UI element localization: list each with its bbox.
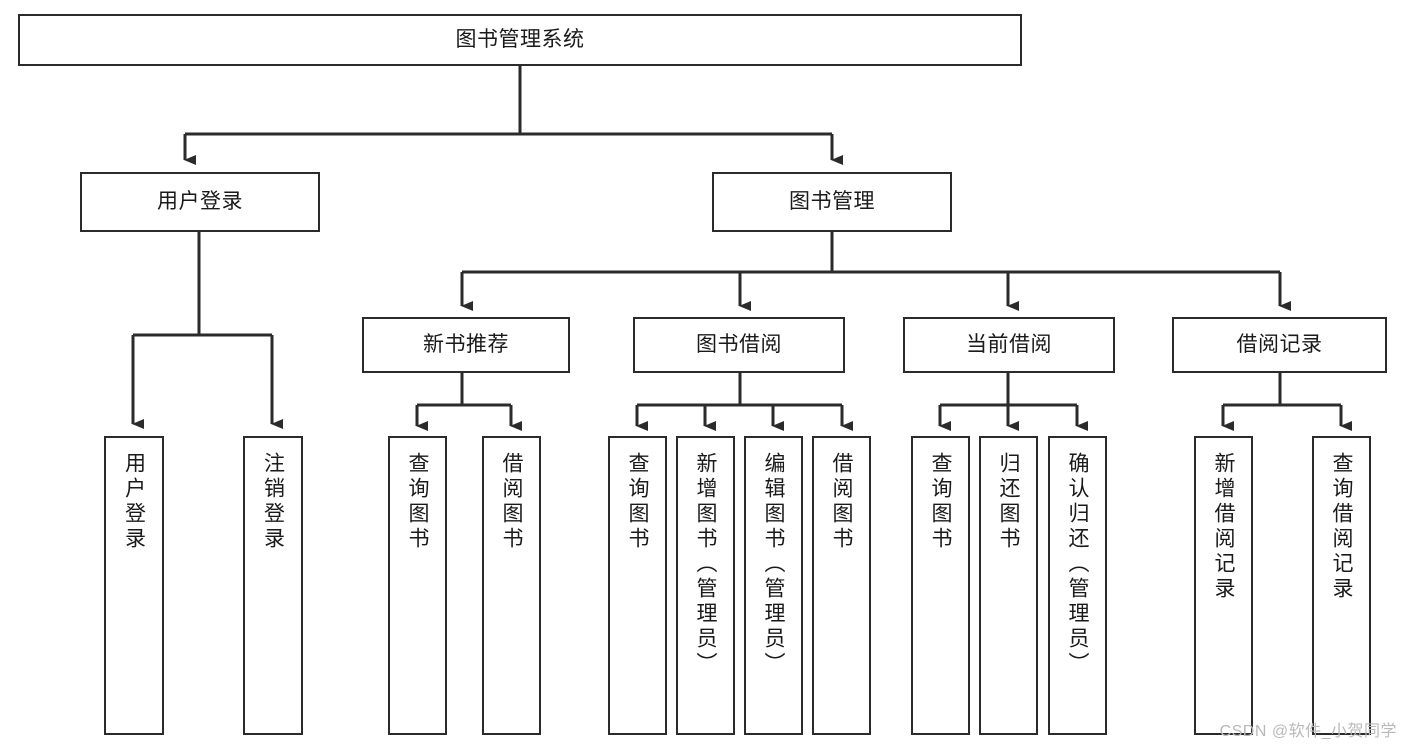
node-current-borrow[interactable]: 当前借阅	[903, 317, 1115, 373]
node-user-login[interactable]: 用户登录	[80, 172, 320, 232]
node-user-login-label: 用户登录	[157, 189, 243, 213]
leaf-current-borrow-confirm-label: 确认归还（管理员）	[1066, 452, 1089, 677]
leaf-user-login-logout[interactable]: 注销登录	[243, 436, 303, 735]
leaf-new-book-query-label: 查询图书	[406, 452, 429, 552]
node-borrow-record-label: 借阅记录	[1236, 332, 1323, 356]
leaf-borrow-record-query[interactable]: 查询借阅记录	[1312, 436, 1371, 735]
leaf-current-borrow-confirm[interactable]: 确认归还（管理员）	[1048, 436, 1107, 735]
leaf-book-borrow-query[interactable]: 查询图书	[608, 436, 667, 735]
node-root[interactable]: 图书管理系统	[18, 14, 1022, 66]
leaf-new-book-borrow[interactable]: 借阅图书	[482, 436, 541, 735]
node-root-label: 图书管理系统	[455, 27, 585, 51]
node-book-borrow-label: 图书借阅	[696, 332, 782, 356]
leaf-book-borrow-query-label: 查询图书	[626, 452, 649, 552]
leaf-user-login-login[interactable]: 用户登录	[104, 436, 164, 735]
leaf-current-borrow-return[interactable]: 归还图书	[979, 436, 1038, 735]
leaf-borrow-record-add[interactable]: 新增借阅记录	[1194, 436, 1253, 735]
node-borrow-record[interactable]: 借阅记录	[1172, 317, 1387, 373]
leaf-current-borrow-query[interactable]: 查询图书	[911, 436, 970, 735]
node-book-borrow[interactable]: 图书借阅	[633, 317, 845, 373]
leaf-current-borrow-return-label: 归还图书	[997, 452, 1020, 552]
node-book-manage-label: 图书管理	[789, 189, 875, 213]
node-current-borrow-label: 当前借阅	[966, 332, 1052, 356]
leaf-user-login-logout-label: 注销登录	[261, 452, 285, 552]
leaf-borrow-record-add-label: 新增借阅记录	[1212, 452, 1235, 602]
node-new-book-recommend-label: 新书推荐	[423, 332, 509, 356]
leaf-book-borrow-add[interactable]: 新增图书（管理员）	[676, 436, 735, 735]
leaf-book-borrow-edit-label: 编辑图书（管理员）	[762, 452, 785, 677]
leaf-book-borrow-edit[interactable]: 编辑图书（管理员）	[744, 436, 803, 735]
leaf-book-borrow-borrow-label: 借阅图书	[830, 452, 853, 552]
leaf-book-borrow-add-label: 新增图书（管理员）	[694, 452, 717, 677]
leaf-new-book-query[interactable]: 查询图书	[388, 436, 447, 735]
leaf-new-book-borrow-label: 借阅图书	[500, 452, 523, 552]
node-new-book-recommend[interactable]: 新书推荐	[362, 317, 570, 373]
leaf-book-borrow-borrow[interactable]: 借阅图书	[812, 436, 871, 735]
node-book-manage[interactable]: 图书管理	[712, 172, 952, 232]
leaf-user-login-login-label: 用户登录	[122, 452, 146, 552]
leaf-current-borrow-query-label: 查询图书	[929, 452, 952, 552]
leaf-borrow-record-query-label: 查询借阅记录	[1330, 452, 1353, 602]
watermark-text: CSDN @软件_小贺同学	[1219, 723, 1397, 740]
